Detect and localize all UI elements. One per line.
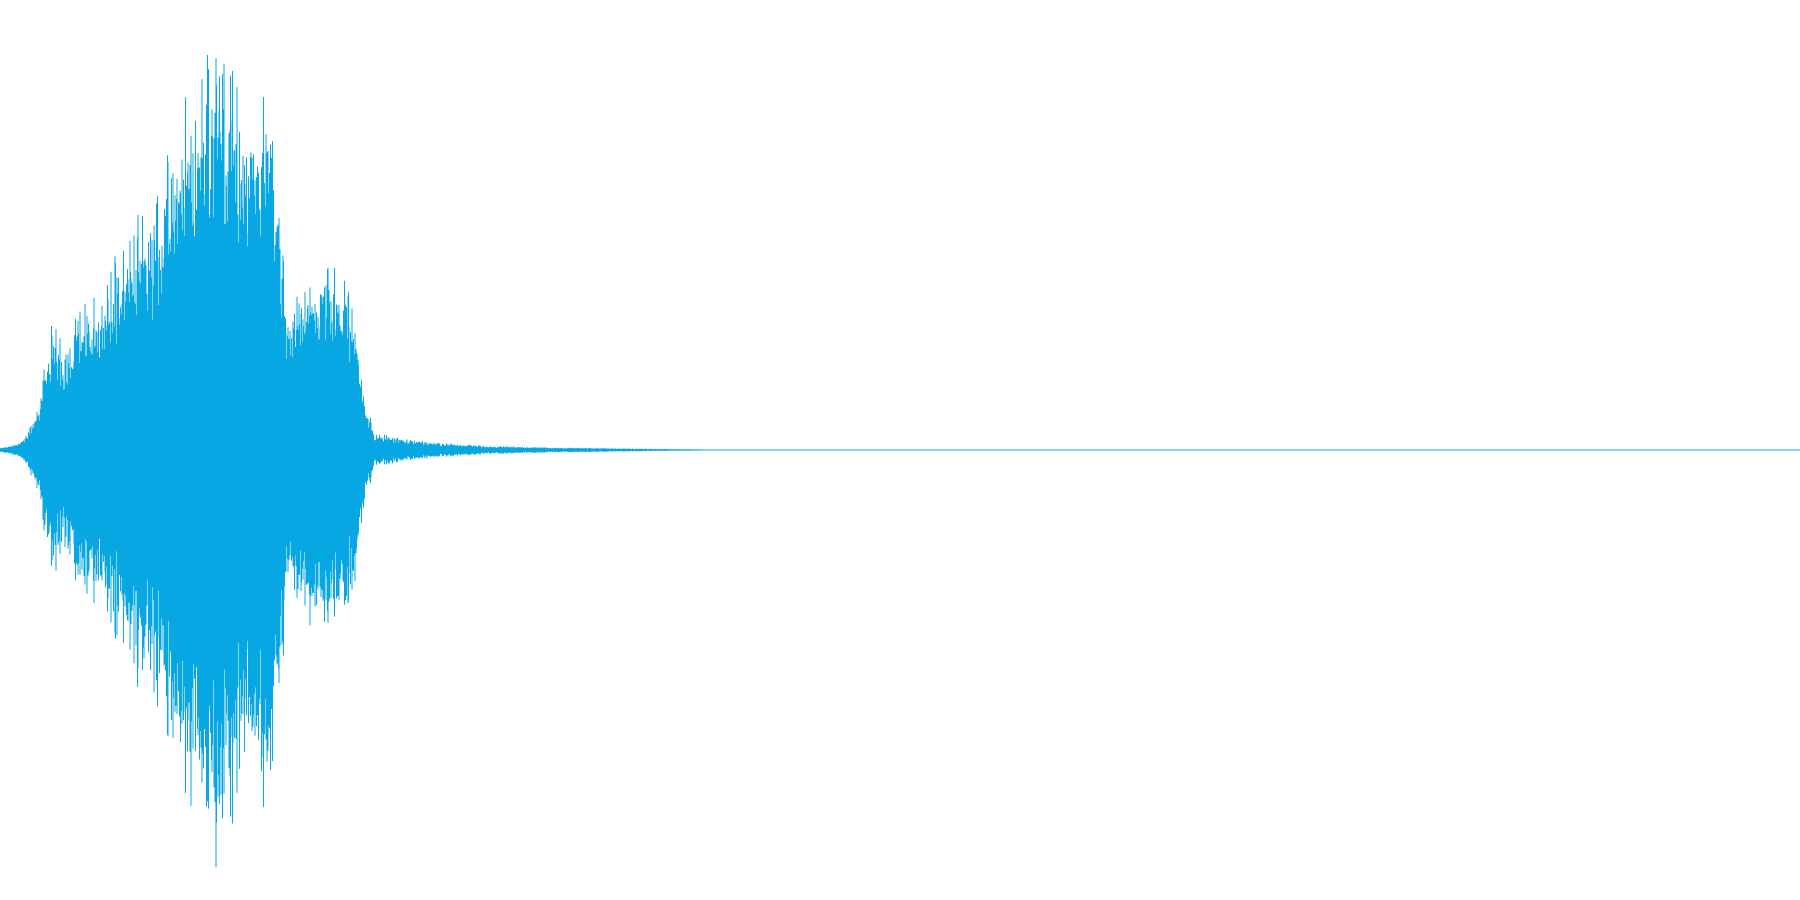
waveform-path — [0, 54, 751, 868]
waveform-samples — [0, 54, 751, 868]
